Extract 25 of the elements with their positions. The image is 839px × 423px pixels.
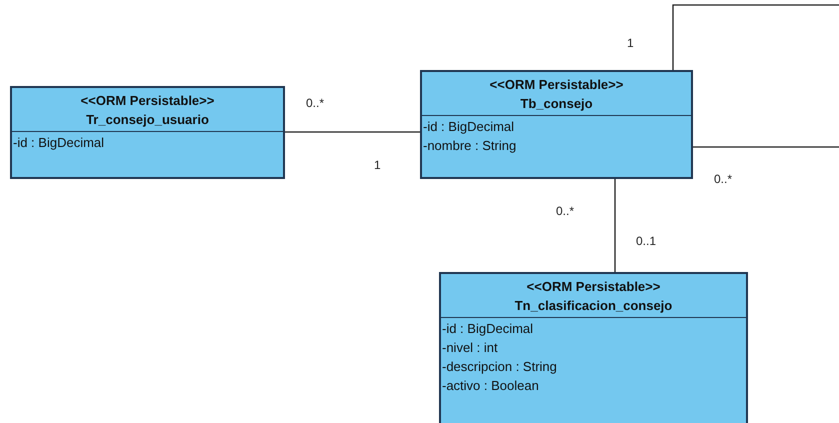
multiplicity-label: 0..* bbox=[714, 172, 732, 186]
attribute-text: -id : BigDecimal bbox=[441, 320, 534, 338]
class-name: Tr_consejo_usuario bbox=[86, 111, 209, 129]
stereotype-label: <<ORM Persistable>> bbox=[490, 76, 624, 94]
association-line bbox=[285, 131, 420, 133]
class-name: Tn_clasificacion_consejo bbox=[514, 297, 672, 315]
attribute-text: -id : BigDecimal bbox=[12, 134, 104, 152]
association-line bbox=[672, 4, 839, 148]
class-box bbox=[420, 70, 693, 179]
multiplicity-label: 0..* bbox=[306, 96, 324, 110]
stereotype-label: <<ORM Persistable>> bbox=[80, 92, 214, 110]
attribute-text: -activo : Boolean bbox=[441, 377, 539, 395]
attribute-text: -nivel : int bbox=[441, 339, 498, 357]
multiplicity-label: 1 bbox=[627, 36, 634, 50]
attribute-text: -id : BigDecimal bbox=[422, 118, 514, 136]
attribute-text: -nombre : String bbox=[422, 137, 516, 155]
association-line bbox=[614, 179, 616, 272]
stereotype-label: <<ORM Persistable>> bbox=[526, 278, 660, 296]
class-box bbox=[10, 86, 285, 179]
class-box bbox=[439, 272, 748, 423]
class-name: Tb_consejo bbox=[520, 95, 593, 113]
attribute-text: -descripcion : String bbox=[441, 358, 557, 376]
multiplicity-label: 1 bbox=[374, 158, 381, 172]
multiplicity-label: 0..* bbox=[556, 204, 574, 218]
multiplicity-label: 0..1 bbox=[636, 234, 656, 248]
